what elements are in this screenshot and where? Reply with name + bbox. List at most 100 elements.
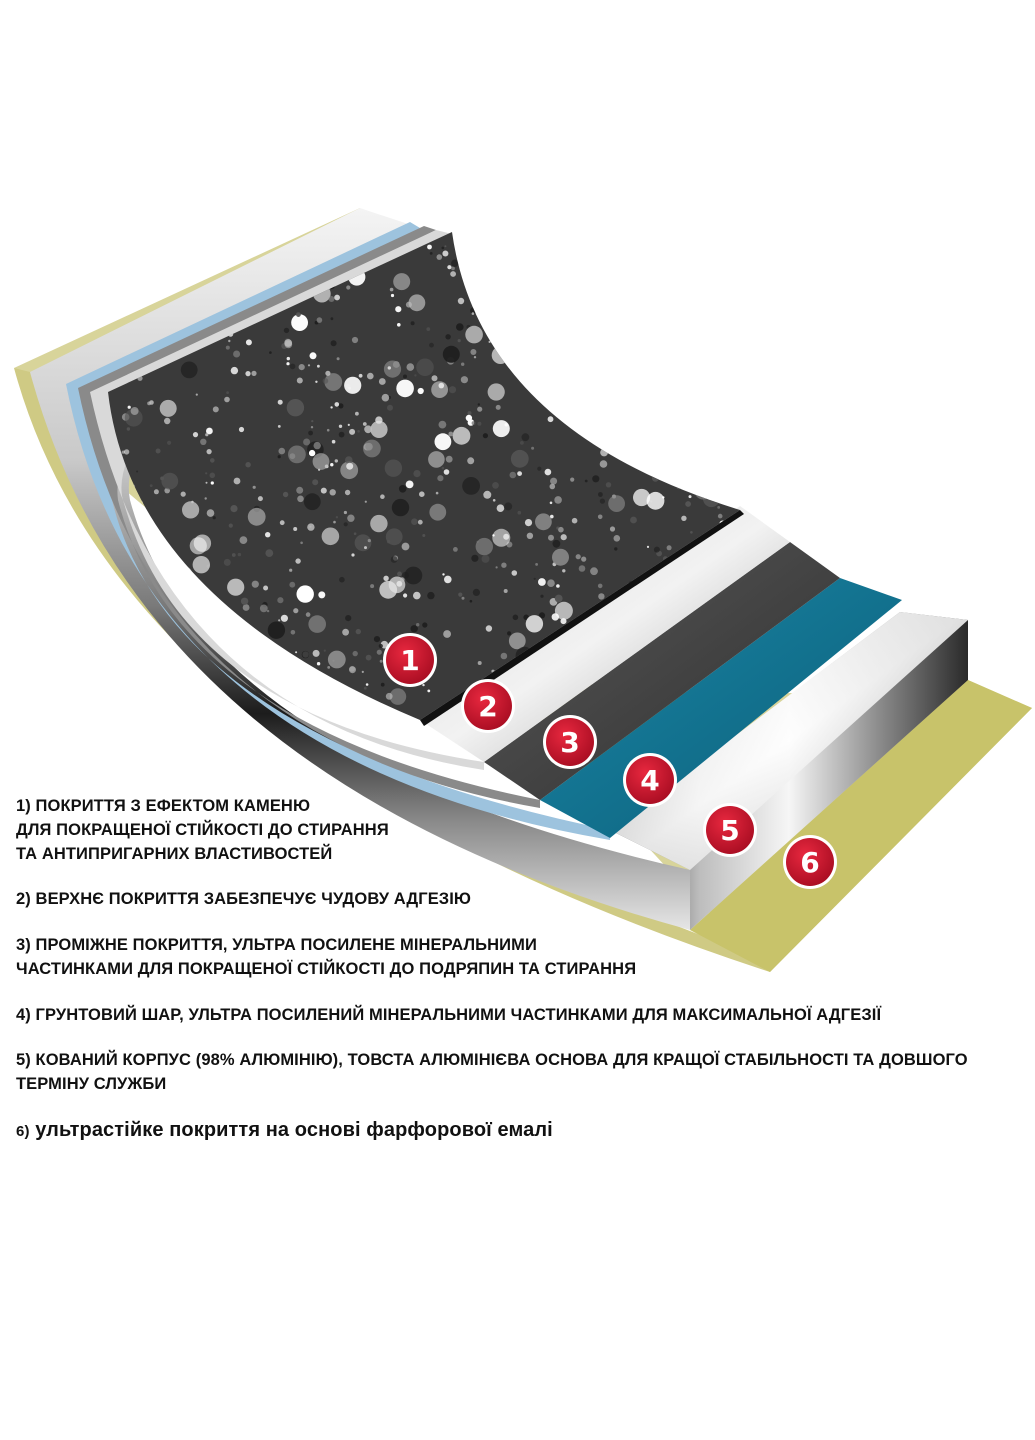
stone-speck: [705, 375, 712, 382]
stone-speck: [696, 480, 703, 487]
stone-speck: [406, 363, 415, 371]
stone-speck: [737, 356, 740, 359]
stone-speck: [159, 399, 177, 417]
stone-speck: [648, 412, 655, 420]
stone-speck: [460, 376, 468, 384]
badge-layer-2: 2: [461, 679, 515, 733]
stone-speck: [717, 328, 724, 336]
stone-speck: [427, 244, 432, 250]
stone-speck: [503, 589, 508, 593]
stone-speck: [683, 461, 690, 468]
stone-speck: [307, 523, 315, 531]
stone-speck: [265, 532, 271, 538]
stone-speck: [662, 496, 665, 499]
stone-speck: [120, 598, 127, 606]
stone-speck: [338, 424, 343, 428]
stone-speck: [316, 317, 323, 323]
stone-speck: [447, 265, 452, 270]
stone-speck: [205, 481, 208, 484]
stone-speck: [600, 448, 608, 457]
stone-speck: [210, 458, 215, 463]
stone-speck: [227, 578, 245, 596]
stone-speck: [170, 655, 177, 662]
stone-speck: [472, 247, 490, 265]
stone-speck: [681, 515, 687, 521]
stone-speck: [453, 547, 458, 552]
stone-speck: [322, 378, 329, 384]
layer-6-enamel-strip: [690, 680, 1032, 972]
stone-speck: [495, 566, 498, 569]
stone-speck: [113, 281, 120, 289]
stone-speck: [245, 371, 251, 377]
stone-speck: [312, 479, 319, 486]
stone-speck: [443, 469, 450, 475]
stone-speck: [557, 383, 563, 389]
stone-speck: [108, 288, 114, 296]
stone-speck: [230, 366, 239, 375]
stone-speck: [251, 580, 259, 588]
stone-speck: [531, 273, 538, 280]
stone-speck: [646, 421, 649, 425]
caption-layer-4-line-1: 4) ГРУНТОВИЙ ШАР, УЛЬТРА ПОСИЛЕНИЙ МІНЕР…: [16, 1006, 882, 1024]
stone-speck: [151, 667, 158, 675]
badge-layer-3: 3: [543, 715, 597, 769]
stone-speck: [417, 519, 423, 525]
stone-speck: [500, 652, 508, 660]
stone-speck: [328, 296, 335, 302]
stone-speck: [696, 319, 714, 337]
stone-speck: [552, 548, 569, 566]
stone-speck: [529, 275, 535, 281]
stone-speck: [685, 501, 691, 507]
stone-speck: [563, 251, 571, 259]
stone-speck: [443, 630, 451, 638]
stone-speck: [184, 224, 188, 228]
stone-speck: [123, 449, 130, 455]
stone-speck: [140, 226, 144, 230]
stone-speck: [289, 363, 296, 370]
stone-speck: [509, 333, 517, 340]
stone-speck: [572, 241, 577, 247]
stone-speck: [549, 483, 556, 490]
stone-speck: [283, 327, 290, 334]
stone-speck: [289, 568, 293, 572]
badge-layer-6: 6: [783, 835, 837, 889]
stone-speck: [441, 246, 445, 250]
stone-speck: [438, 420, 447, 429]
stone-speck: [166, 654, 175, 662]
stone-speck: [298, 364, 305, 371]
stone-speck: [610, 405, 616, 412]
stone-speck: [599, 498, 606, 504]
stone-speck: [321, 527, 340, 546]
stone-speck: [145, 712, 150, 717]
stone-speck: [568, 232, 586, 246]
stone-speck: [320, 487, 327, 494]
stone-speck: [653, 321, 671, 339]
stone-speck: [661, 383, 667, 389]
badge-number: 3: [560, 726, 579, 759]
stone-speck: [325, 370, 331, 376]
stone-speck: [667, 406, 670, 409]
stone-speck: [390, 556, 398, 563]
stone-speck: [512, 614, 519, 621]
stone-speck: [511, 312, 516, 317]
stone-speck: [477, 421, 482, 426]
stone-speck: [257, 496, 263, 502]
stone-speck: [715, 453, 733, 472]
stone-speck: [599, 460, 608, 468]
stone-speck: [285, 227, 288, 230]
stone-speck: [630, 516, 637, 524]
stone-speck: [180, 491, 186, 497]
stone-speck: [691, 309, 708, 326]
stone-speck: [457, 339, 461, 343]
stone-speck: [121, 279, 127, 284]
stone-speck: [358, 373, 363, 378]
stone-speck: [437, 475, 444, 482]
stone-speck: [128, 251, 136, 259]
stone-speck: [403, 593, 408, 598]
stone-speck: [531, 446, 535, 450]
stone-speck: [228, 523, 233, 528]
stone-speck: [660, 370, 666, 376]
stone-speck: [108, 608, 111, 615]
stone-speck: [475, 537, 493, 556]
